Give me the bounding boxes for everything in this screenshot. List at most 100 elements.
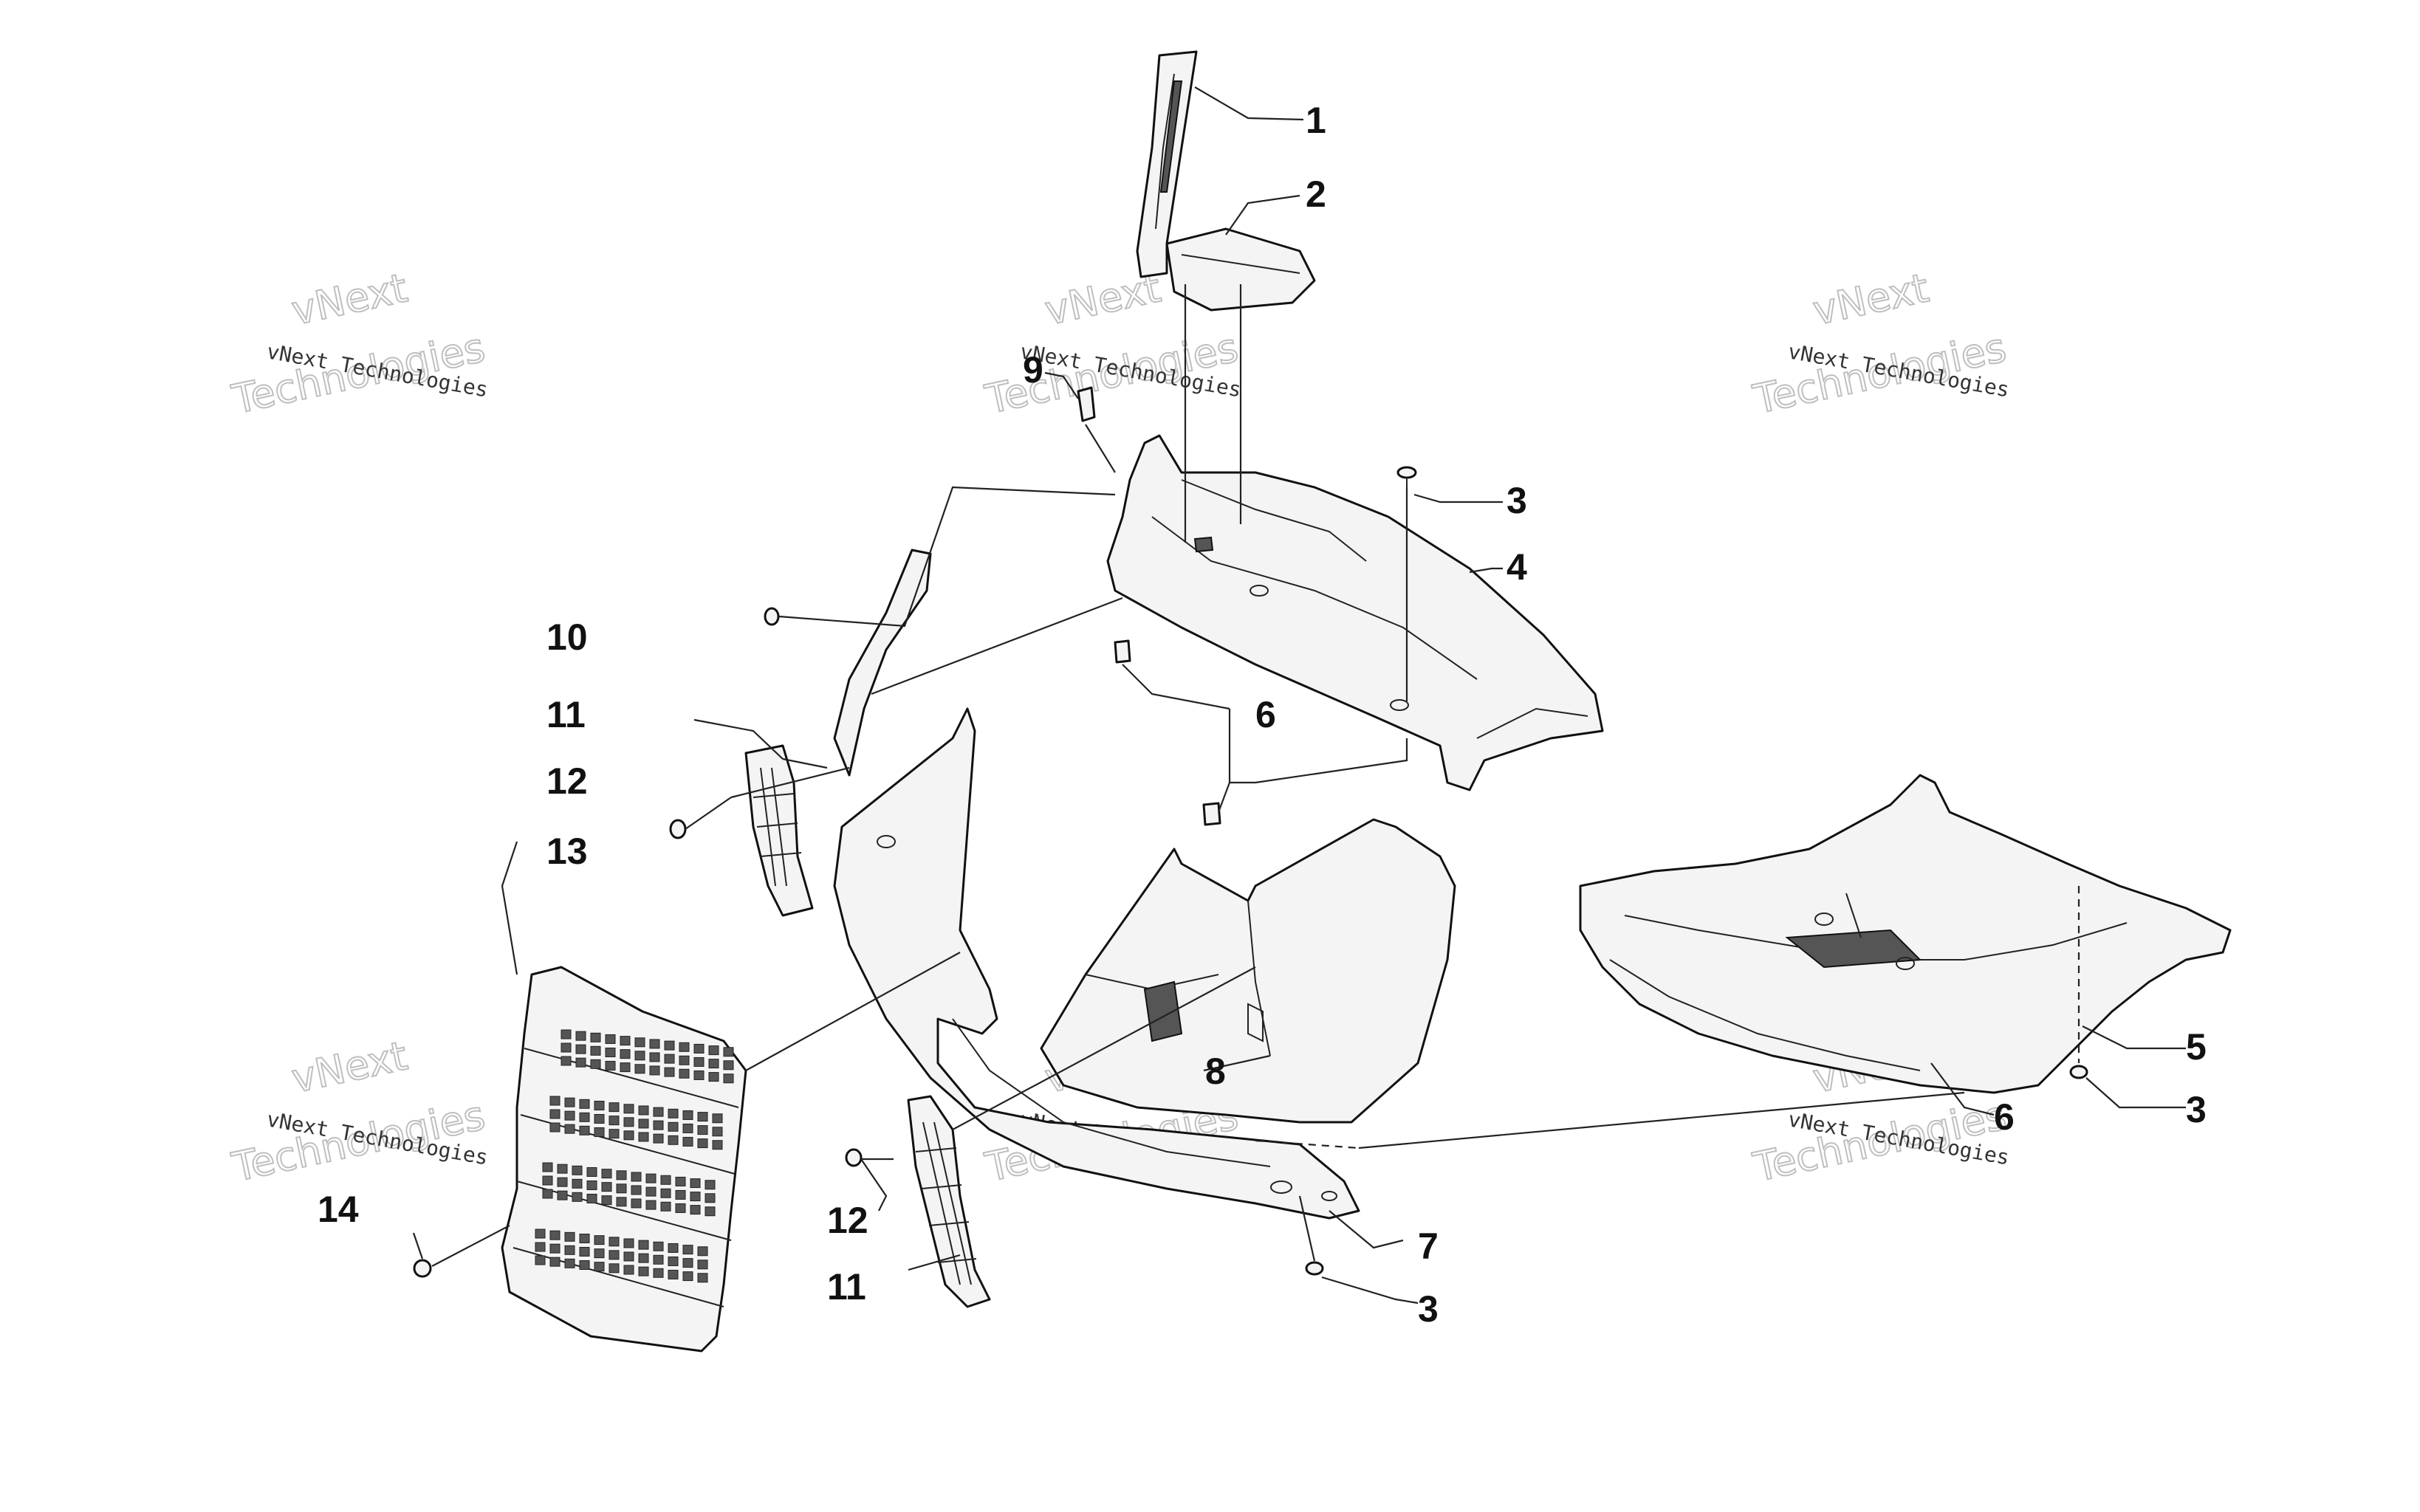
leader-lines <box>412 86 2186 1305</box>
grille-cell <box>668 1269 679 1279</box>
grille-cell <box>609 1237 620 1247</box>
grille-cell <box>601 1169 612 1179</box>
grille-cell <box>682 1110 693 1120</box>
grille-cell <box>675 1176 686 1186</box>
part-14-screw <box>413 1259 432 1278</box>
grille-cell <box>549 1230 561 1240</box>
grille-cell <box>697 1125 708 1135</box>
grille-cell <box>708 1059 719 1069</box>
grille-cell <box>572 1165 583 1175</box>
grille-cell <box>572 1178 583 1189</box>
svg-text:vNext: vNext <box>288 264 411 334</box>
part-2-pad <box>1165 227 1316 312</box>
part-6-clip-left <box>1114 639 1131 664</box>
part-5-belly-pan <box>1579 774 2232 1094</box>
grille-cell <box>682 1123 693 1133</box>
grille-cell <box>564 1097 575 1107</box>
callout-labels: 1 2 9 3 4 10 6 11 12 13 5 8 3 6 14 12 7 … <box>318 100 2207 1330</box>
part-1-strap <box>1136 50 1198 278</box>
grille-cell <box>579 1233 590 1243</box>
part-11-mesh-lower <box>907 1095 991 1308</box>
part-9-clip <box>1077 386 1096 422</box>
grille-cell <box>564 1245 575 1255</box>
grille-cell <box>682 1271 693 1282</box>
part-10-screw <box>764 607 780 626</box>
grille-cell <box>638 1266 649 1276</box>
grille-cell <box>609 1263 620 1274</box>
grille-cell <box>638 1240 649 1250</box>
grille-cell <box>631 1198 642 1209</box>
callout-5: 5 <box>2186 1026 2207 1068</box>
grille-cell <box>668 1108 679 1118</box>
grille-cell <box>653 1254 664 1265</box>
grille-cell <box>535 1255 546 1265</box>
grille-cell <box>668 1135 679 1145</box>
grille-cell <box>601 1182 612 1192</box>
grille-cell <box>668 1243 679 1253</box>
grille-cell <box>605 1060 616 1071</box>
grille-cell <box>549 1109 561 1119</box>
grille-cell <box>616 1183 627 1194</box>
grille-cell <box>712 1127 723 1137</box>
grille-cell <box>590 1032 601 1042</box>
grille-cell <box>620 1062 631 1073</box>
grille-cell <box>712 1113 723 1124</box>
grille-cell <box>579 1260 590 1270</box>
grille-cell <box>616 1197 627 1207</box>
grille-cell <box>564 1258 575 1268</box>
grille-cell <box>679 1042 690 1052</box>
grille-cell <box>634 1064 645 1074</box>
grille-cell <box>660 1188 671 1198</box>
grille-cell <box>623 1251 634 1262</box>
grille-cell <box>575 1031 586 1041</box>
grille-cell <box>631 1172 642 1182</box>
grille-cell <box>542 1162 553 1172</box>
grille-cell <box>697 1273 708 1283</box>
callout-3-bottom: 3 <box>1418 1288 1439 1330</box>
grille-cell <box>623 1238 634 1248</box>
grille-cell <box>590 1059 601 1069</box>
callout-7: 7 <box>1418 1226 1439 1267</box>
grille-cell <box>586 1180 597 1190</box>
callout-6-right: 6 <box>1994 1096 2015 1138</box>
grille-cell <box>705 1206 716 1217</box>
grille-cell <box>638 1105 649 1116</box>
grille-cell <box>693 1043 705 1054</box>
grille-cell <box>620 1049 631 1059</box>
grille-cell <box>579 1112 590 1122</box>
grille-cell <box>572 1192 583 1202</box>
grille-cell <box>693 1056 705 1067</box>
grille-cell <box>653 1241 664 1251</box>
grille-cell <box>549 1122 561 1133</box>
grille-cell <box>557 1177 568 1187</box>
part-7-front-hood <box>833 707 1360 1220</box>
grille-cell <box>682 1258 693 1268</box>
grille-cell <box>605 1034 616 1044</box>
grille-cell <box>638 1253 649 1263</box>
part-6-clip-center <box>1202 802 1221 826</box>
grille-cell <box>723 1073 734 1084</box>
part-13-grille <box>501 966 747 1353</box>
grille-cell <box>601 1195 612 1206</box>
grille-cell <box>690 1205 701 1215</box>
grille-cell <box>712 1140 723 1150</box>
grille-cell <box>697 1138 708 1149</box>
grille-cell <box>594 1127 605 1137</box>
grille-cell <box>561 1056 572 1066</box>
grille-cell <box>649 1065 660 1076</box>
grille-cell <box>590 1045 601 1056</box>
grille-cell <box>649 1052 660 1062</box>
grille-cell <box>535 1228 546 1239</box>
callout-8: 8 <box>1205 1051 1226 1092</box>
grille-cell <box>690 1178 701 1189</box>
part-3-screw-right <box>2069 1065 2088 1079</box>
grille-cell <box>575 1057 586 1068</box>
grille-cell <box>645 1173 657 1183</box>
grille-cell <box>664 1040 675 1051</box>
grille-cell <box>609 1102 620 1113</box>
grille-cell <box>653 1120 664 1130</box>
grille-cell <box>708 1072 719 1082</box>
grille-cell <box>653 1107 664 1117</box>
grille-cell <box>579 1099 590 1109</box>
grille-cell <box>623 1265 634 1275</box>
